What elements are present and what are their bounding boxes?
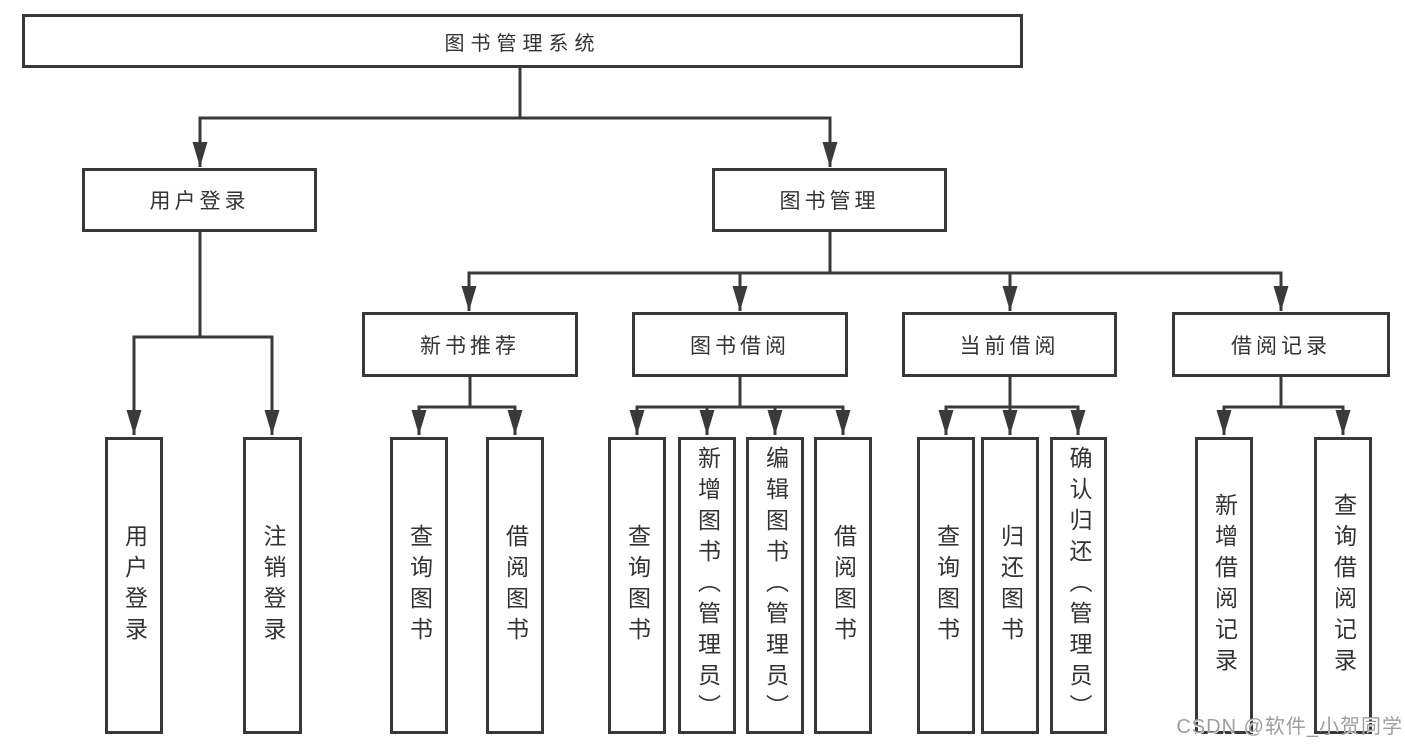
leaf-label: 查询图书 bbox=[624, 523, 651, 648]
node-confirm-return-admin-leaf: 确认归还（管理员） bbox=[1050, 437, 1107, 734]
node-query-books-leaf: 查询图书 bbox=[608, 437, 666, 734]
leaf-label: 查询借阅记录 bbox=[1330, 492, 1357, 679]
node-root-label: 图书管理系统 bbox=[444, 32, 601, 55]
leaf-label: 查询图书 bbox=[933, 523, 960, 648]
node-add-borrow-record-leaf: 新增借阅记录 bbox=[1195, 437, 1253, 734]
node-query-borrow-record-leaf: 查询借阅记录 bbox=[1314, 437, 1372, 734]
node-user-login-leaf: 用户登录 bbox=[105, 437, 163, 734]
node-borrowing-records: 借阅记录 bbox=[1172, 312, 1390, 377]
node-book-borrowing: 图书借阅 bbox=[632, 312, 848, 377]
leaf-label: 新增借阅记录 bbox=[1211, 492, 1238, 679]
leaf-label: 归还图书 bbox=[997, 523, 1024, 648]
node-book-management: 图书管理 bbox=[712, 168, 947, 232]
node-add-books-admin-leaf: 新增图书（管理员） bbox=[678, 437, 736, 734]
node-query-books-leaf: 查询图书 bbox=[390, 437, 448, 734]
leaf-label: 借阅图书 bbox=[830, 523, 857, 648]
leaf-label: 查询图书 bbox=[406, 523, 433, 648]
leaf-label: 用户登录 bbox=[121, 523, 148, 648]
node-borrow-books-leaf: 借阅图书 bbox=[814, 437, 872, 734]
csdn-watermark: CSDN @软件_小贺同学 bbox=[1176, 716, 1403, 738]
node-borrowing-records-label: 借阅记录 bbox=[1231, 334, 1331, 358]
node-new-book-recommend-label: 新书推荐 bbox=[420, 334, 520, 358]
leaf-label: 确认归还（管理员） bbox=[1066, 446, 1092, 725]
node-borrow-books-leaf: 借阅图书 bbox=[486, 437, 544, 734]
node-current-borrowing: 当前借阅 bbox=[902, 312, 1117, 377]
leaf-label: 注销登录 bbox=[260, 523, 286, 648]
node-query-books-leaf: 查询图书 bbox=[917, 437, 975, 734]
node-logout-leaf: 注销登录 bbox=[243, 437, 302, 734]
node-root-system: 图书管理系统 bbox=[22, 14, 1023, 68]
node-new-book-recommend: 新书推荐 bbox=[362, 312, 578, 377]
node-return-books-leaf: 归还图书 bbox=[981, 437, 1039, 734]
node-book-management-label: 图书管理 bbox=[779, 190, 880, 213]
node-current-borrowing-label: 当前借阅 bbox=[959, 334, 1060, 358]
node-user-login: 用户登录 bbox=[82, 168, 317, 232]
leaf-label: 编辑图书（管理员） bbox=[762, 446, 789, 725]
node-edit-books-admin-leaf: 编辑图书（管理员） bbox=[746, 437, 804, 734]
leaf-label: 新增图书（管理员） bbox=[694, 446, 721, 725]
leaf-label: 借阅图书 bbox=[502, 523, 529, 648]
node-user-login-label: 用户登录 bbox=[149, 190, 250, 213]
connector-lines bbox=[126, 68, 1351, 435]
node-book-borrowing-label: 图书借阅 bbox=[690, 334, 790, 358]
